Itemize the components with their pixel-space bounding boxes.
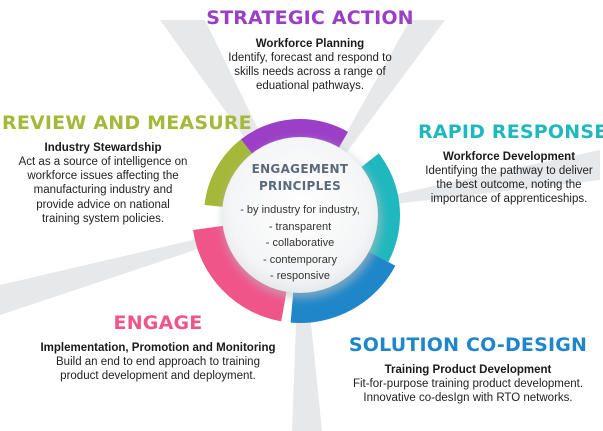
rapid-subheading: Workforce Development bbox=[442, 151, 576, 163]
rapid-body: Identifying the pathway to deliver the b… bbox=[425, 165, 593, 206]
solution-body: Fit-for-purpose training product develop… bbox=[352, 378, 584, 405]
strategic-subheading: Workforce Planning bbox=[255, 38, 365, 50]
section-solution-co-design: SOLUTION CO-DESIGN Training Product Deve… bbox=[335, 334, 601, 405]
ring-segment-review bbox=[204, 139, 257, 208]
engage-body: Build an end to end approach to training… bbox=[56, 356, 260, 383]
center-principles-list: - by industry for industry, - transparen… bbox=[222, 202, 378, 285]
engage-subheading: Implementation, Promotion and Monitoring bbox=[40, 342, 276, 354]
section-review-and-measure: REVIEW AND MEASURE Industry Stewardship … bbox=[2, 112, 252, 226]
principle-item: - contemporary bbox=[263, 253, 337, 266]
review-body: Act as a source of intelligence on workf… bbox=[18, 156, 188, 225]
center-title: ENGAGEMENT PRINCIPLES bbox=[251, 162, 349, 193]
principle-item: - transparent bbox=[268, 220, 332, 233]
strategic-body: Identify, forecast and respond to skills… bbox=[228, 52, 392, 93]
review-heading: REVIEW AND MEASURE bbox=[2, 112, 252, 134]
section-strategic-action: STRATEGIC ACTION Workforce Planning Iden… bbox=[200, 7, 420, 94]
section-rapid-response: RAPID RESPONSE Workforce Development Ide… bbox=[418, 121, 603, 207]
strategic-heading: STRATEGIC ACTION bbox=[206, 7, 414, 29]
principle-item: - responsive bbox=[270, 270, 330, 282]
ring-segment-engage bbox=[193, 224, 288, 322]
solution-heading: SOLUTION CO-DESIGN bbox=[348, 334, 588, 356]
center-circle bbox=[222, 137, 378, 293]
section-engage: ENGAGE Implementation, Promotion and Mon… bbox=[30, 312, 286, 383]
principle-item: - by industry for industry, bbox=[240, 204, 360, 216]
principle-item: - collaborative bbox=[265, 237, 335, 249]
rapid-heading: RAPID RESPONSE bbox=[418, 121, 603, 143]
solution-subheading: Training Product Development bbox=[384, 364, 552, 376]
review-subheading: Industry Stewardship bbox=[44, 142, 162, 154]
engage-heading: ENGAGE bbox=[113, 312, 203, 334]
